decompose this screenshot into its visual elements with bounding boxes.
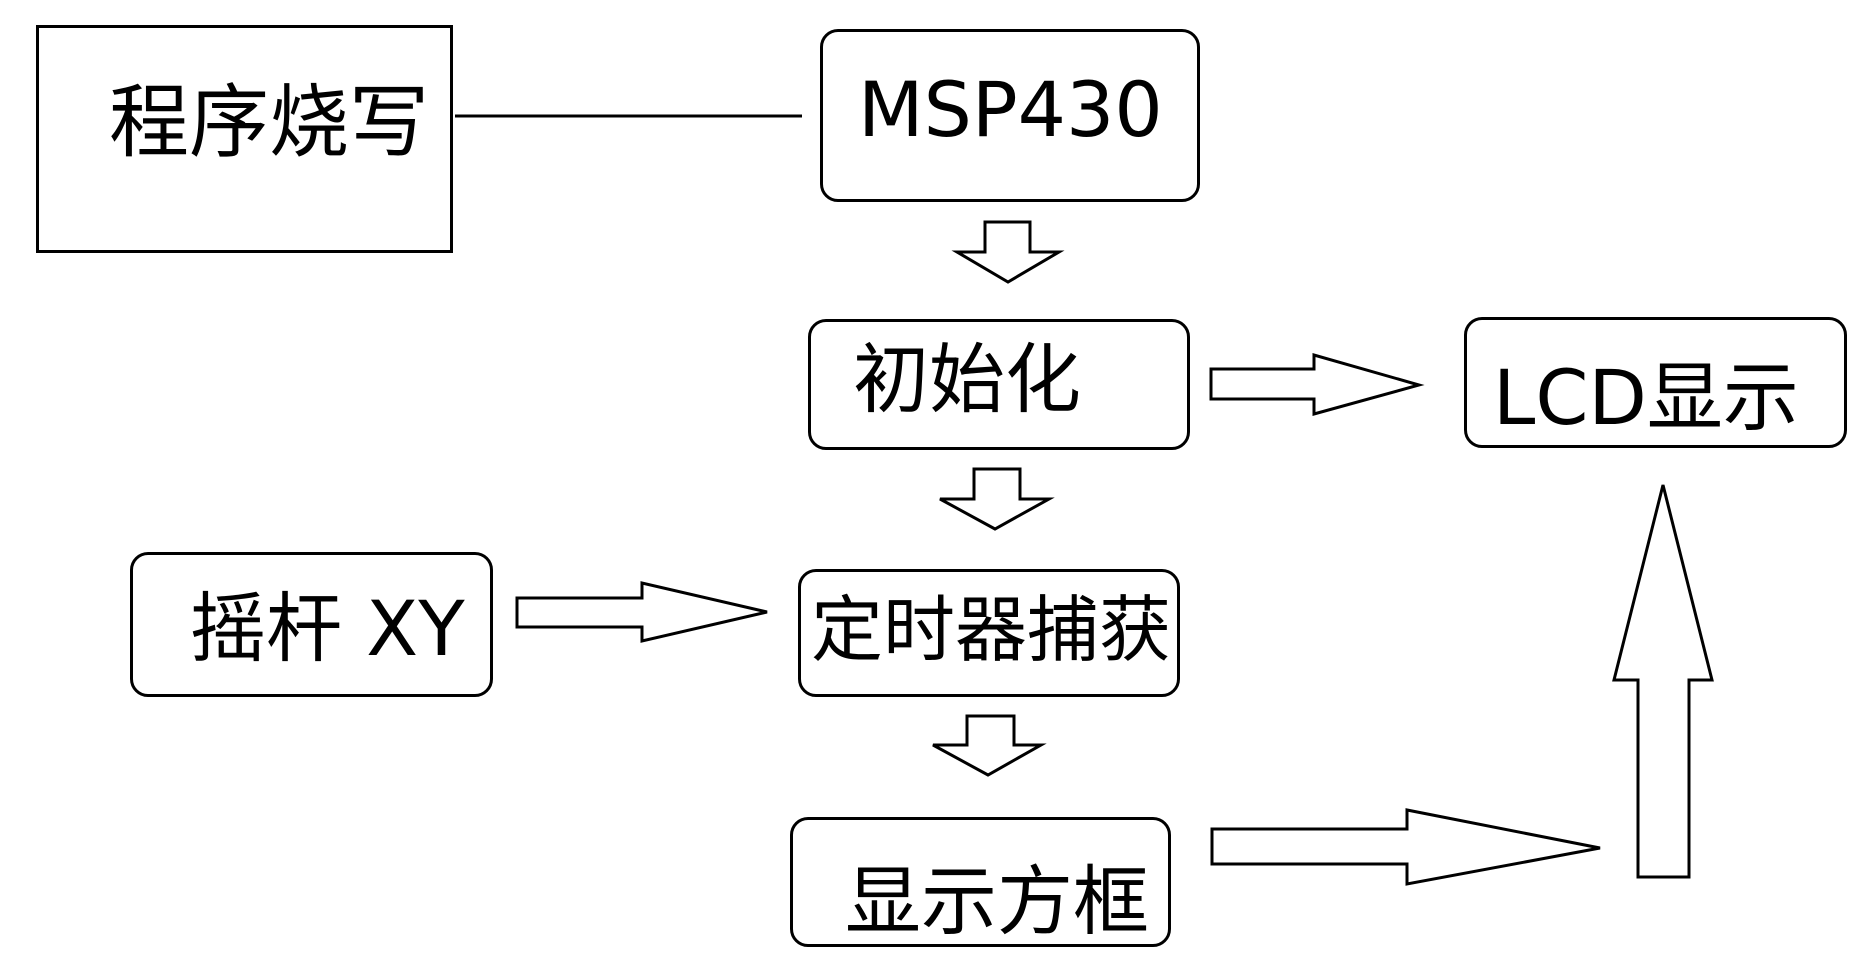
node-label-joystick-xy: 摇杆 XY bbox=[190, 584, 465, 673]
node-label-display-box: 显示方框 bbox=[845, 857, 1149, 946]
node-label-msp430: MSP430 bbox=[858, 65, 1163, 154]
node-label-init: 初始化 bbox=[853, 335, 1081, 424]
node-label-program-write: 程序烧写 bbox=[109, 76, 429, 169]
arrow-init-to-lcd bbox=[1209, 353, 1425, 416]
arrow-show-to-right bbox=[1210, 808, 1601, 886]
node-label-timer-capture: 定时器捕获 bbox=[811, 588, 1172, 672]
arrow-msp-to-init bbox=[951, 220, 1065, 284]
arrow-init-to-timer bbox=[939, 467, 1055, 531]
arrow-timer-to-show bbox=[932, 714, 1047, 777]
node-label-lcd-display: LCD显示 bbox=[1493, 353, 1799, 442]
node-display-box: 显示方框 bbox=[790, 817, 1171, 947]
node-init: 初始化 bbox=[808, 319, 1190, 450]
node-timer-capture: 定时器捕获 bbox=[798, 569, 1180, 697]
node-program-write: 程序烧写 bbox=[36, 25, 453, 253]
arrow-joystick-to-timer bbox=[515, 581, 768, 643]
node-joystick-xy: 摇杆 XY bbox=[130, 552, 493, 697]
arrow-up-to-lcd bbox=[1612, 484, 1714, 879]
node-msp430: MSP430 bbox=[820, 29, 1200, 202]
node-lcd-display: LCD显示 bbox=[1464, 317, 1847, 448]
